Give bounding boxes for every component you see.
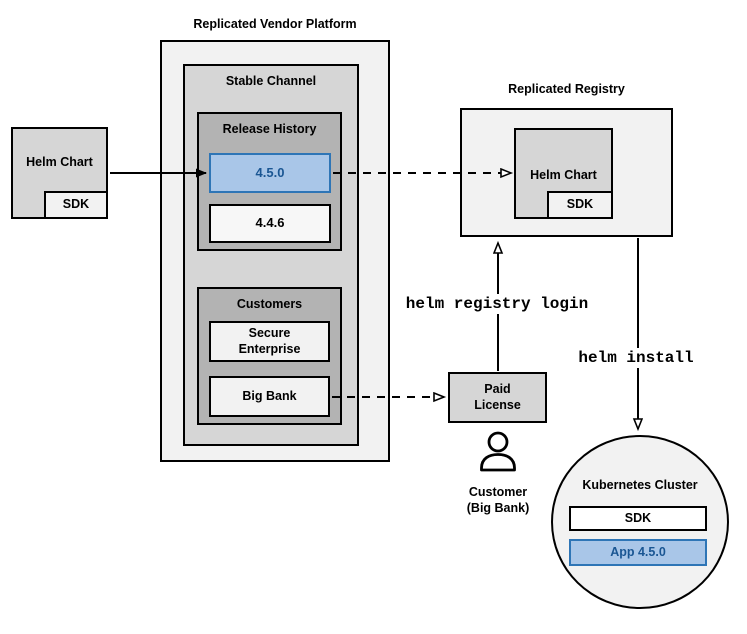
release-4-4-6: 4.4.6 (209, 204, 331, 243)
source-helm-chart-label: Helm Chart (26, 155, 93, 170)
person-icon (480, 431, 516, 472)
registry-helm-chart-label: Helm Chart (530, 168, 597, 182)
customer-caption-line2: (Big Bank) (466, 501, 530, 516)
command-helm-registry-login: helm registry login (397, 294, 597, 314)
registry-title: Replicated Registry (508, 82, 625, 96)
kubernetes-cluster-label: Kubernetes Cluster (582, 478, 698, 492)
paid-license-box: Paid License (448, 372, 547, 423)
paid-license-line2: License (474, 397, 521, 412)
customer-caption-line1: Customer (468, 485, 528, 499)
release-history-label: Release History (222, 122, 317, 136)
release-4-5-0: 4.5.0 (209, 153, 331, 193)
customer-caption: Customer (Big Bank) (438, 484, 558, 517)
registry-sdk-box: SDK (547, 191, 613, 219)
customer-secure-enterprise: Secure Enterprise (209, 321, 330, 362)
customers-label: Customers (236, 297, 303, 311)
cluster-sdk-box: SDK (569, 506, 707, 531)
cluster-app-box: App 4.5.0 (569, 539, 707, 566)
command-helm-install: helm install (566, 348, 706, 368)
vendor-platform-title: Replicated Vendor Platform (193, 17, 357, 31)
customer-big-bank: Big Bank (209, 376, 330, 417)
customer-secure-enterprise-label: Secure Enterprise (238, 325, 301, 356)
paid-license-label: Paid License (474, 382, 521, 413)
source-sdk-box: SDK (44, 191, 108, 219)
paid-license-line1: Paid (484, 381, 511, 396)
stable-channel-label: Stable Channel (225, 74, 317, 88)
